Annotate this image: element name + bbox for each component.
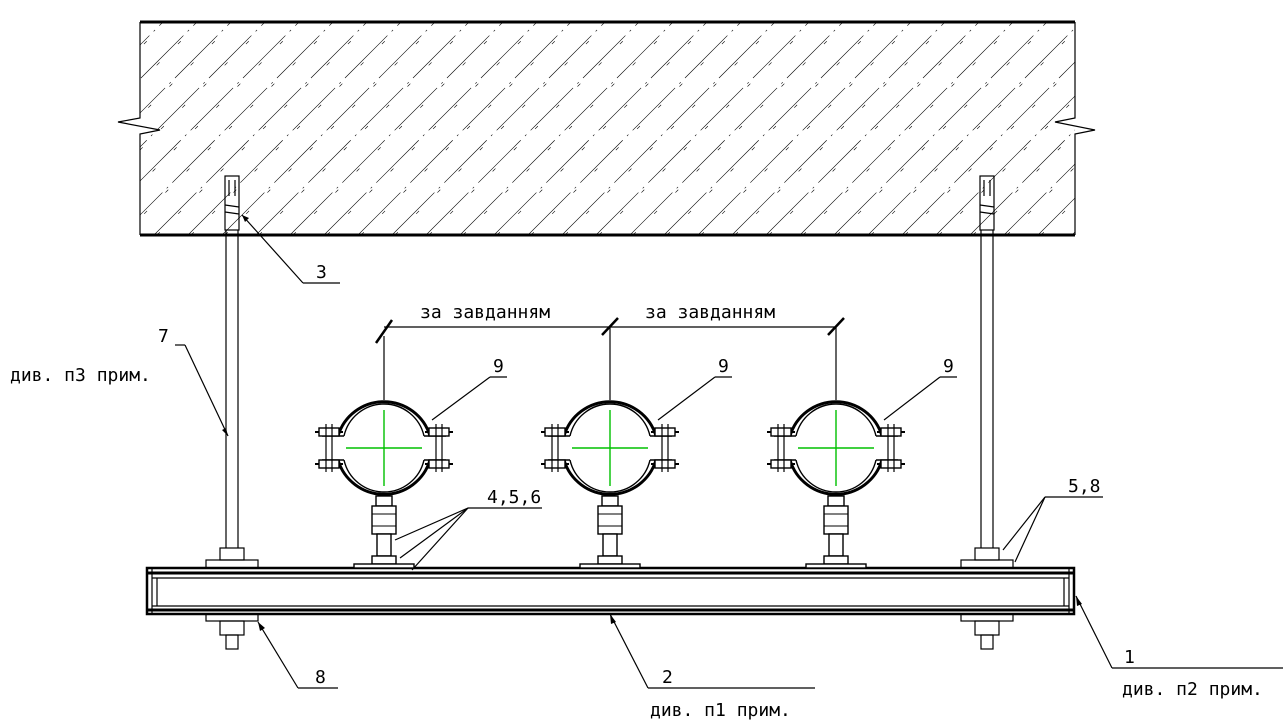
callouts: 3 7 див. п3 прим. 9 9 9 4,5,6 5,8 8 — [10, 214, 1283, 721]
dim-tick-right — [827, 317, 845, 336]
label-channel-end: 1 — [1124, 647, 1135, 668]
label-channel-note: див. п1 прим. — [650, 700, 791, 721]
right-anchor — [979, 175, 995, 231]
dim-tick-mid — [601, 317, 619, 336]
label-right-fasteners: 5,8 — [1068, 476, 1101, 497]
slab-break-left — [117, 22, 161, 235]
label-clamp-right: 9 — [943, 356, 954, 377]
label-clamp-mid: 9 — [718, 356, 729, 377]
label-rod: 7 — [158, 326, 169, 347]
pipe-clamp — [541, 400, 679, 569]
slab-break-right — [1054, 22, 1096, 235]
left-anchor — [224, 175, 240, 231]
right-bottom-nut — [974, 620, 1000, 636]
dim-tick-left — [374, 319, 394, 344]
label-anchor: 3 — [316, 262, 327, 283]
label-channel: 2 — [662, 667, 673, 688]
left-bottom-nut — [219, 620, 245, 636]
label-rod-note: див. п3 прим. — [10, 365, 151, 386]
spacing-label-1: за завданням — [420, 302, 550, 323]
spacing-dimension: за завданням за завданням — [374, 302, 845, 400]
pipe-clamp — [767, 400, 905, 569]
left-top-nut — [219, 547, 245, 561]
right-rod-end — [980, 634, 994, 650]
label-bottom-nut: 8 — [315, 667, 326, 688]
label-clamp-fasteners: 4,5,6 — [487, 487, 541, 508]
pipe-clamps — [315, 400, 905, 569]
mounting-channel — [145, 566, 1076, 616]
right-top-nut — [974, 547, 1000, 561]
pipe-clamp — [315, 400, 453, 569]
concrete-slab — [117, 20, 1096, 237]
label-clamp-left: 9 — [493, 356, 504, 377]
right-hanger-rod — [960, 175, 1014, 650]
spacing-label-2: за завданням — [645, 302, 775, 323]
channel-outline — [145, 566, 1076, 616]
slab-hatching — [140, 22, 1075, 235]
left-rod-end — [225, 634, 239, 650]
label-channel-end-note: див. п2 прим. — [1122, 679, 1263, 700]
